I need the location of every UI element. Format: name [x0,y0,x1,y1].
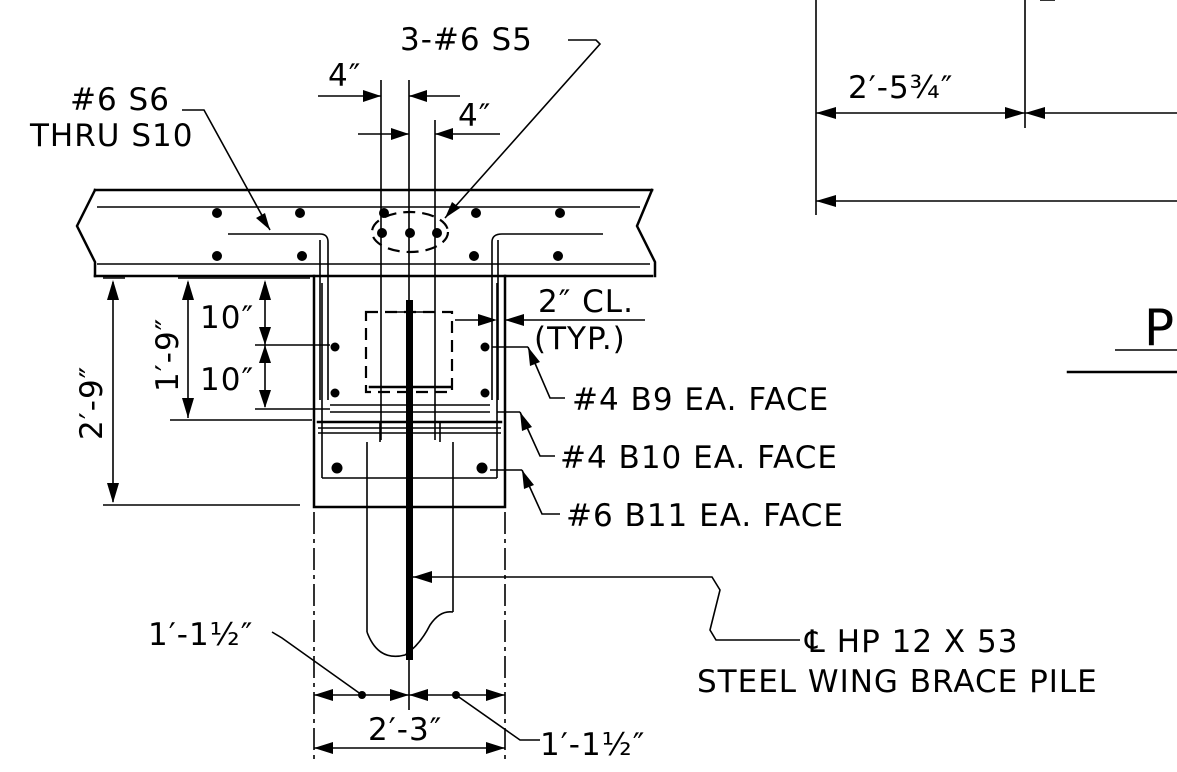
s5-leader [444,39,602,219]
slab-bottom-bars [212,251,563,261]
clear-cover-callout [455,314,645,326]
label-clear-cover-2: (TYP.) [534,321,626,357]
label-s6-line1: #6 S6 [70,82,170,118]
s6-hook-bars [228,233,603,400]
label-dim-1-1-2-right: 1′-1½″ [540,727,645,763]
b9-leader [492,346,565,399]
label-b11: #6 B11 EA. FACE [566,498,844,534]
top-dimensions [318,90,500,140]
plan-fragment [815,0,1177,374]
label-dim-10-lower: 10″ [200,362,254,398]
b10-leader [497,411,555,457]
label-dim-2-5-3-4: 2′-5¾″ [848,70,953,106]
label-cut-off-title: P [1144,299,1175,357]
label-dim-4-right: 4″ [458,98,491,134]
b11-leader [490,469,560,515]
label-dim-2-9: 2′-9″ [74,366,110,440]
label-dim-1-1-2-left: 1′-1½″ [148,617,253,653]
label-clear-cover-1: 2″ CL. [538,284,634,320]
label-b9: #4 B9 EA. FACE [572,382,829,418]
cap-side-bars [330,342,490,474]
label-dim-2-3: 2′-3″ [368,712,442,748]
label-s6-line2: THRU S10 [29,118,193,154]
bottom-dimensions [271,631,540,754]
label-b10: #4 B10 EA. FACE [560,440,838,476]
label-dim-10-upper: 10″ [200,300,254,336]
label-dim-4-left: 4″ [328,58,361,94]
left-dimensions [103,277,330,506]
deck-slab [75,188,657,278]
label-pile-2: STEEL WING BRACE PILE [697,664,1098,700]
steel-pile [366,300,454,660]
label-s5: 3-#6 S5 [400,22,533,58]
label-dim-1-9: 1′-9″ [150,318,186,392]
s6-leader [182,109,271,231]
reference-lines [313,80,506,760]
label-pile-1: ℄ HP 12 X 53 [804,624,1018,660]
s5-bar-group [370,210,450,254]
pile-leader [413,571,800,641]
